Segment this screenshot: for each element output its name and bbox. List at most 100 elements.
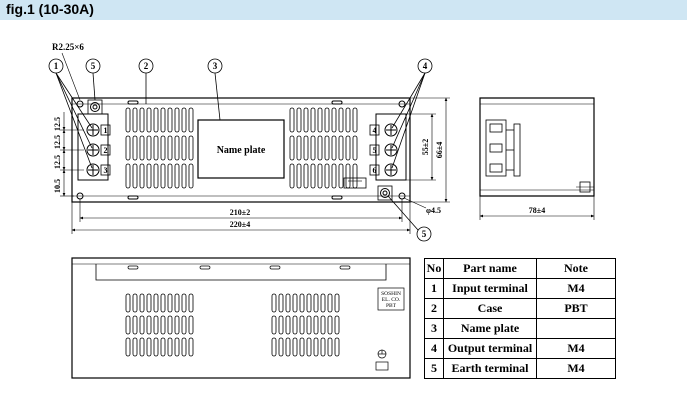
vent-slot (345, 135, 351, 161)
figure-title: fig.1 (10-30A) (6, 1, 94, 17)
vent-slot (160, 337, 166, 357)
row-no: 4 (424, 338, 444, 359)
vent-slot (139, 337, 145, 357)
vent-slot (174, 107, 180, 133)
vent-slot (167, 337, 173, 357)
vent-slot (334, 315, 340, 335)
vent-slot (125, 107, 131, 133)
row-no: 3 (424, 318, 444, 339)
vent-slot (306, 337, 312, 357)
table-row: 3 Name plate (424, 318, 616, 339)
vent-slot (132, 135, 138, 161)
vent-slot (331, 107, 337, 133)
vent-slot (299, 337, 305, 357)
vent-slot (181, 135, 187, 161)
vent-slot (160, 293, 166, 313)
vent-slot (146, 135, 152, 161)
vent-slot (139, 315, 145, 335)
dim-pitch-mid: 12.5 (53, 135, 62, 149)
vent-slot (125, 293, 131, 313)
row-note: M4 (536, 278, 616, 299)
vent-slot (285, 293, 291, 313)
vent-slot (285, 315, 291, 335)
dim-outer-height: 66±4 (435, 142, 444, 158)
dim-side-depth: 78±4 (529, 206, 545, 215)
terminal-label-1: 1 (104, 126, 108, 135)
row-no: 1 (424, 278, 444, 299)
vent-slot (320, 315, 326, 335)
dim-pitch-top: 12.5 (53, 117, 62, 131)
row-note: M4 (536, 358, 616, 379)
vent-slot (132, 293, 138, 313)
vent-slot (289, 135, 295, 161)
dim-hole: φ4.5 (426, 206, 441, 215)
vent-slot (174, 293, 180, 313)
vent-slot (139, 107, 145, 133)
vent-slot (160, 107, 166, 133)
case-mark-line3: PBT (386, 303, 397, 309)
parts-table-header: No Part name Note (424, 258, 616, 279)
vent-slot (167, 315, 173, 335)
vent-slot (324, 107, 330, 133)
vent-slot (306, 315, 312, 335)
vent-slot (146, 163, 152, 189)
vent-slot (125, 315, 131, 335)
dim-inner-width: 210±2 (230, 208, 250, 217)
vent-slot (174, 163, 180, 189)
parts-table: No Part name Note 1 Input terminal M4 2 … (424, 258, 616, 379)
vent-slot (313, 315, 319, 335)
vent-slot (327, 337, 333, 357)
vent-slot (310, 135, 316, 161)
terminal-label-6: 6 (373, 166, 377, 175)
vent-slot (310, 107, 316, 133)
vent-slot (289, 107, 295, 133)
figure-header: fig.1 (10-30A) (0, 0, 687, 20)
row-note (536, 318, 616, 339)
vent-slot (296, 107, 302, 133)
vent-slot (174, 315, 180, 335)
vent-slot (153, 315, 159, 335)
vent-slot (320, 293, 326, 313)
table-row: 4 Output terminal M4 (424, 338, 616, 359)
case-mark-line2: EL. CO. (382, 297, 401, 303)
vent-slot (146, 315, 152, 335)
vent-slot (181, 315, 187, 335)
callout-5-bottom: 5 (422, 229, 427, 239)
vent-slot (296, 135, 302, 161)
callout-4: 4 (423, 61, 428, 71)
row-part-name: Earth terminal (443, 358, 537, 379)
vent-slot (278, 315, 284, 335)
vent-slot (132, 337, 138, 357)
dim-inner-height: 55±2 (421, 139, 430, 155)
vent-slot (271, 337, 277, 357)
vent-slot (303, 107, 309, 133)
terminal-label-2: 2 (104, 146, 108, 155)
vent-slot (146, 107, 152, 133)
dim-bottom-offset: 10.5 (53, 179, 62, 193)
vent-slot (324, 135, 330, 161)
vent-slot (125, 163, 131, 189)
vent-slot (306, 293, 312, 313)
header-no: No (424, 258, 444, 279)
vent-slot (153, 293, 159, 313)
callout-2: 2 (144, 61, 149, 71)
vent-slot (160, 135, 166, 161)
vent-slot (167, 163, 173, 189)
row-no: 5 (424, 358, 444, 379)
top-view (71, 97, 411, 203)
table-row: 5 Earth terminal M4 (424, 358, 616, 379)
vent-slot (289, 163, 295, 189)
vent-slot (181, 163, 187, 189)
vent-slot (181, 107, 187, 133)
vent-slot (188, 337, 194, 357)
vent-slot (352, 107, 358, 133)
row-part-name: Case (443, 298, 537, 319)
vent-slot (303, 135, 309, 161)
vent-slot (345, 107, 351, 133)
vent-slot (174, 135, 180, 161)
vent-slot (278, 337, 284, 357)
vent-slot (139, 135, 145, 161)
vent-slot (132, 107, 138, 133)
vent-slot (271, 315, 277, 335)
